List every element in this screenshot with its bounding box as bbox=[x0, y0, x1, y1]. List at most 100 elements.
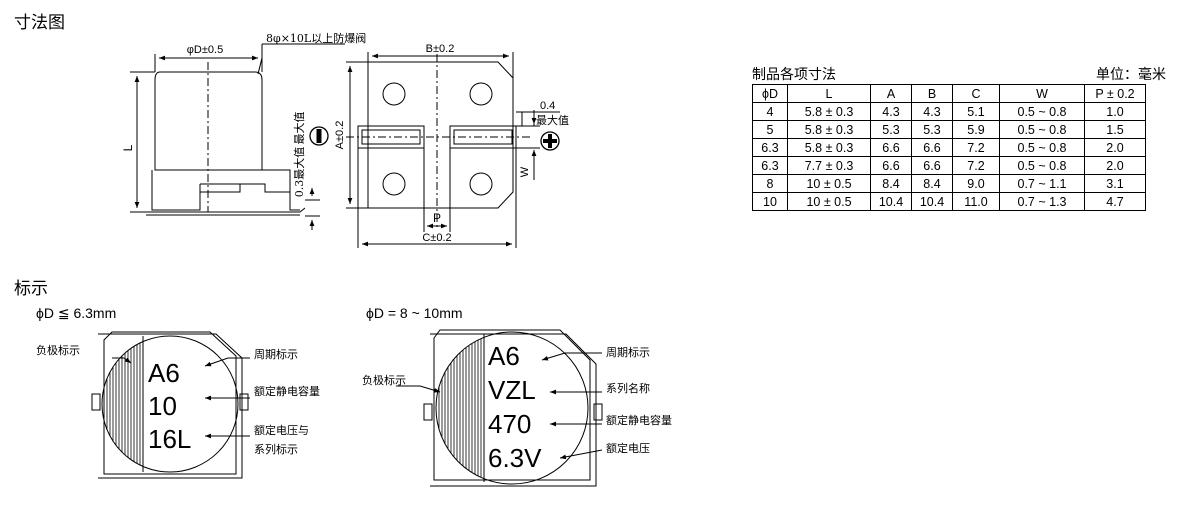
large-voltage-label: 额定电压 bbox=[606, 441, 650, 455]
header-cell: P ± 0.2 bbox=[1084, 84, 1146, 103]
table-cell: 9.0 bbox=[952, 174, 1000, 193]
plus-symbol-v bbox=[548, 134, 552, 148]
table-cell: 7.2 bbox=[952, 156, 1000, 175]
table-cell: 1.5 bbox=[1084, 120, 1146, 139]
table-title: 制品各项寸法 bbox=[752, 67, 836, 83]
table-cell: 5.8 ± 0.3 bbox=[787, 102, 871, 121]
gap-max-label: 最大值 bbox=[536, 113, 569, 127]
table-cell: 5.9 bbox=[952, 120, 1000, 139]
p-label: P bbox=[433, 211, 441, 225]
large-line-4: 6.3V bbox=[488, 443, 542, 473]
c-label: C±0.2 bbox=[422, 232, 451, 244]
small-capacitance-label: 额定静电容量 bbox=[254, 384, 320, 398]
table-cell: 5.8 ± 0.3 bbox=[787, 138, 871, 157]
length-label: L bbox=[121, 144, 135, 151]
table-cell: 8.4 bbox=[870, 174, 912, 193]
small-voltage-label-2: 系列标示 bbox=[254, 442, 298, 456]
table-cell: 8.4 bbox=[911, 174, 953, 193]
small-line-1: A6 bbox=[148, 358, 180, 388]
table-cell: 10 bbox=[752, 192, 788, 211]
table-cell: 0.5 ~ 0.8 bbox=[999, 102, 1085, 121]
table-cell: 11.0 bbox=[952, 192, 1000, 211]
table-cell: 5.1 bbox=[952, 102, 1000, 121]
header-cell: A bbox=[870, 84, 912, 103]
plus-symbol-circle bbox=[540, 131, 560, 151]
b-label: B±0.2 bbox=[426, 43, 455, 55]
table-cell: 6.6 bbox=[870, 156, 912, 175]
gap-value: 0.4 bbox=[540, 100, 555, 112]
w-label: W bbox=[519, 166, 531, 177]
large-line-3: 470 bbox=[488, 409, 531, 439]
offset-label: 0.3最大值 bbox=[292, 147, 306, 198]
table-unit: 单位：毫米 bbox=[1096, 67, 1166, 83]
vent-label: 8φ×10L以上防爆阀 bbox=[266, 31, 366, 45]
table-cell: 4.3 bbox=[870, 102, 912, 121]
table-cell: 6.3 bbox=[752, 156, 788, 175]
header-cell: C bbox=[952, 84, 1000, 103]
dimension-section-title: 寸法图 bbox=[14, 13, 65, 33]
a-label: A±0.2 bbox=[334, 121, 346, 150]
table-cell: 4.7 bbox=[1084, 192, 1146, 211]
table-cell: 0.7 ~ 1.3 bbox=[999, 192, 1085, 211]
table-cell: 10.4 bbox=[870, 192, 912, 211]
table-cell: 0.5 ~ 0.8 bbox=[999, 156, 1085, 175]
side-view bbox=[130, 43, 345, 230]
small-line-2: 10 bbox=[148, 391, 177, 421]
table-cell: 7.7 ± 0.3 bbox=[787, 156, 871, 175]
table-cell: 10.4 bbox=[911, 192, 953, 211]
table-cell: 5.8 ± 0.3 bbox=[787, 120, 871, 139]
table-cell: 0.5 ~ 0.8 bbox=[999, 138, 1085, 157]
table-cell: 0.5 ~ 0.8 bbox=[999, 120, 1085, 139]
table-cell: 6.6 bbox=[911, 156, 953, 175]
large-heading: ϕD = 8 ~ 10mm bbox=[366, 305, 463, 321]
header-cell: ϕD bbox=[752, 84, 788, 103]
table-cell: 4.3 bbox=[911, 102, 953, 121]
bottom-view bbox=[346, 52, 560, 248]
table-cell: 3.1 bbox=[1084, 174, 1146, 193]
table-cell: 6.6 bbox=[870, 138, 912, 157]
table-cell: 4 bbox=[752, 102, 788, 121]
table-cell: 8 bbox=[752, 174, 788, 193]
base-plate bbox=[151, 170, 300, 211]
table-header-row: ϕD L A B C W P ± 0.2 bbox=[752, 84, 1146, 103]
small-voltage-label-1: 额定电压与 bbox=[254, 423, 309, 437]
table-cell: 5 bbox=[752, 120, 788, 139]
table-cell: 2.0 bbox=[1084, 156, 1146, 175]
table-cell: 7.2 bbox=[952, 138, 1000, 157]
large-period-label: 周期标示 bbox=[606, 345, 650, 359]
large-line-1: A6 bbox=[488, 341, 520, 371]
minus-symbol-bar bbox=[316, 129, 322, 143]
small-heading: ϕD ≦ 6.3mm bbox=[36, 305, 116, 321]
header-cell: W bbox=[999, 84, 1085, 103]
header-cell: B bbox=[911, 84, 953, 103]
table-cell: 5.3 bbox=[870, 120, 912, 139]
minus-symbol-circle bbox=[309, 126, 329, 146]
table-cell: 10 ± 0.5 bbox=[787, 174, 871, 193]
large-capacitance-label: 额定静电容量 bbox=[606, 413, 672, 427]
table-cell: 0.7 ~ 1.1 bbox=[999, 174, 1085, 193]
small-polarity-label: 负极标示 bbox=[36, 343, 80, 357]
table-caption: 制品各项寸法 单位：毫米 bbox=[752, 64, 1166, 84]
large-polarity-label: 负极标示 bbox=[362, 373, 406, 387]
large-line-2: VZL bbox=[488, 375, 536, 405]
marking-section-title: 标示 bbox=[14, 279, 48, 299]
diameter-label: φD±0.5 bbox=[187, 44, 223, 56]
table-cell: 6.3 bbox=[752, 138, 788, 157]
table-cell: 1.0 bbox=[1084, 102, 1146, 121]
large-series-label: 系列名称 bbox=[606, 381, 650, 395]
side-max-label: 最大值 bbox=[292, 112, 306, 145]
table-cell: 2.0 bbox=[1084, 138, 1146, 157]
small-line-3: 16L bbox=[148, 424, 191, 454]
table-cell: 6.6 bbox=[911, 138, 953, 157]
small-period-label: 周期标示 bbox=[254, 347, 298, 361]
table-cell: 10 ± 0.5 bbox=[787, 192, 871, 211]
header-cell: L bbox=[787, 84, 871, 103]
